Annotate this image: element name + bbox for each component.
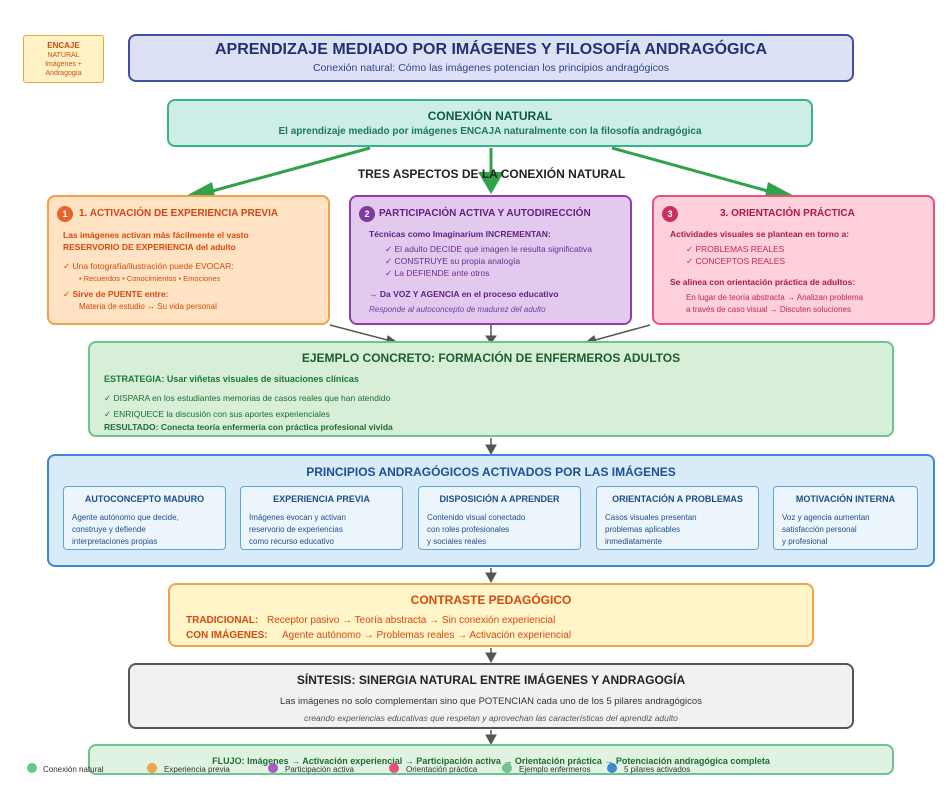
aspects-title: TRES ASPECTOS DE LA CONEXIÓN NATURAL (357, 167, 626, 181)
aspect2-item2: ✓ CONSTRUYE su propia analogía (385, 256, 521, 266)
principle-experiencia: EXPERIENCIA PREVIA Imágenes evocan y act… (240, 486, 403, 550)
principle-line: Voz y agencia aumentan (782, 513, 870, 522)
principle-autoconcepto: AUTOCONCEPTO MADURO Agente autónomo que … (63, 486, 226, 550)
aspect2-note: Responde al autoconcepto de madurez del … (369, 305, 546, 314)
badge-line1: NATURAL (47, 52, 80, 59)
principle-line: y sociales reales (427, 537, 487, 546)
principle-line: Agente autónomo que decide, (72, 513, 179, 522)
contrast-trad-label: TRADICIONAL: (186, 615, 259, 626)
flow-text: FLUJO: Imágenes → Activación experiencia… (212, 756, 770, 766)
principle-title: AUTOCONCEPTO MADURO (84, 494, 205, 504)
principle-line: con roles profesionales (427, 525, 510, 534)
contrast-trad-text: Receptor pasivo → Teoría abstracta → Sin… (267, 615, 556, 626)
badge-line3: Andragogía (45, 70, 82, 77)
principle-line: Casos visuales presentan (605, 513, 697, 522)
legend-label: Participación activa (285, 765, 354, 774)
gray-flow-arrows (329, 324, 651, 746)
example-result: RESULTADO: Conecta teoría enfermería con… (104, 422, 393, 432)
principle-line: reservorio de experiencias (249, 525, 343, 534)
aspect1-number: 1 (57, 206, 73, 222)
aspect-participacion-activa: 2 PARTICIPACIÓN ACTIVA Y AUTODIRECCIÓN T… (349, 195, 632, 325)
principle-line: problemas aplicables (605, 525, 681, 534)
legend-dot (389, 763, 399, 773)
page-title: APRENDIZAJE MEDIADO POR IMÁGENES Y FILOS… (214, 41, 768, 58)
encaje-badge: ENCAJE NATURAL Imágenes + Andragogía (23, 35, 104, 83)
aspect1-item2: ✓ Sirve de PUENTE entre: (63, 289, 169, 299)
aspect2-result: → Da VOZ Y AGENCIA en el proceso educati… (369, 289, 559, 299)
page-subtitle: Conexión natural: Cómo las imágenes pote… (312, 62, 670, 74)
aspect2-title: PARTICIPACIÓN ACTIVA Y AUTODIRECCIÓN (379, 208, 591, 219)
principle-line: satisfacción personal (782, 525, 857, 534)
synthesis-line1: Las imágenes no solo complementan sino q… (280, 696, 702, 707)
aspect-orientacion-practica: 3 3. ORIENTACIÓN PRÁCTICA Actividades vi… (652, 195, 935, 325)
aspect1-item2-sub: Materia de estudio ↔ Su vida personal (79, 302, 217, 311)
legend-label: 5 pilares activados (624, 765, 691, 774)
principle-line: Imágenes evocan y activan (249, 513, 346, 522)
synthesis-box: SÍNTESIS: SINERGIA NATURAL ENTRE IMÁGENE… (128, 663, 854, 729)
aspect3-title: 3. ORIENTACIÓN PRÁCTICA (720, 208, 855, 219)
principle-motivacion: MOTIVACIÓN INTERNA Voz y agencia aumenta… (773, 486, 918, 550)
legend-dot (268, 763, 278, 773)
page-header: APRENDIZAJE MEDIADO POR IMÁGENES Y FILOS… (128, 34, 854, 82)
aspect3-lead: Actividades visuales se plantean en torn… (670, 229, 850, 239)
synthesis-title: SÍNTESIS: SINERGIA NATURAL ENTRE IMÁGENE… (296, 673, 686, 687)
contrast-title: CONTRASTE PEDAGÓGICO (410, 593, 572, 607)
aspect-experiencia-previa: 1 1. ACTIVACIÓN DE EXPERIENCIA PREVIA La… (47, 195, 330, 325)
legend-dot (147, 763, 157, 773)
principle-orientacion: ORIENTACIÓN A PROBLEMAS Casos visuales p… (596, 486, 759, 550)
badge-line2: Imágenes + (45, 61, 82, 68)
example-strategy: ESTRATEGIA: Usar viñetas visuales de sit… (104, 374, 359, 384)
aspect2-item1: ✓ El adulto DECIDE qué imagen le resulta… (385, 244, 592, 254)
contrast-img-label: CON IMÁGENES: (186, 630, 268, 641)
legend-label: Experiencia previa (164, 765, 230, 774)
principle-title: EXPERIENCIA PREVIA (273, 494, 370, 504)
principle-title: ORIENTACIÓN A PROBLEMAS (612, 494, 743, 504)
example-title: EJEMPLO CONCRETO: FORMACIÓN DE ENFERMERO… (301, 351, 681, 365)
contrast-box: CONTRASTE PEDAGÓGICO TRADICIONAL: Recept… (168, 583, 814, 647)
connection-subtitle: El aprendizaje mediado por imágenes ENCA… (278, 126, 702, 137)
principle-line: interpretaciones propias (72, 537, 158, 546)
example-item2: ✓ ENRIQUECE la discusión con sus aportes… (104, 409, 330, 419)
principle-title: MOTIVACIÓN INTERNA (795, 494, 896, 504)
legend-label: Orientación práctica (406, 765, 478, 774)
aspect3-number: 3 (662, 206, 678, 222)
example-item1: ✓ DISPARA en los estudiantes memorias de… (104, 393, 391, 403)
principle-line: Contenido visual conectado (427, 513, 526, 522)
legend-label: Ejemplo enfermeros (519, 765, 591, 774)
aspect2-item3: ✓ La DEFIENDE ante otros (385, 268, 490, 278)
aspect3-sub1: En lugar de teoría abstracta → Analizan … (686, 293, 863, 302)
aspect3-sub2: a través de caso visual → Discuten soluc… (686, 305, 851, 314)
principle-line: y profesional (782, 537, 828, 546)
aspect3-item1: ✓ PROBLEMAS REALES (686, 244, 785, 254)
legend-dot (27, 763, 37, 773)
legend-dot (607, 763, 617, 773)
synthesis-line2: creando experiencias educativas que resp… (304, 713, 678, 723)
principle-line: inmediatamente (605, 537, 662, 546)
aspect1-lead2: RESERVORIO DE EXPERIENCIA del adulto (63, 242, 236, 252)
principles-title: PRINCIPIOS ANDRAGÓGICOS ACTIVADOS POR LA… (306, 465, 676, 479)
principle-line: como recurso educativo (249, 537, 334, 546)
aspect3-item2: ✓ CONCEPTOS REALES (686, 256, 786, 266)
aspect1-item1: ✓ Una fotografía/ilustración puede EVOCA… (63, 261, 234, 271)
example-box: EJEMPLO CONCRETO: FORMACIÓN DE ENFERMERO… (88, 341, 894, 437)
connection-title: CONEXIÓN NATURAL (427, 109, 553, 123)
connection-box: CONEXIÓN NATURAL El aprendizaje mediado … (167, 99, 813, 147)
badge-title: ENCAJE (47, 41, 80, 50)
principle-disposicion: DISPOSICIÓN A APRENDER Contenido visual … (418, 486, 581, 550)
principle-title: DISPOSICIÓN A APRENDER (439, 494, 560, 504)
legend-label: Conexión natural (43, 765, 104, 774)
aspect3-lead2: Se alinea con orientación práctica de ad… (670, 277, 856, 287)
aspect2-lead: Técnicas como Imaginarium INCREMENTAN: (369, 229, 551, 239)
principle-line: construye y defiende (72, 525, 146, 534)
aspect1-item1-sub: • Recuerdos • Conocimientos • Emociones (79, 274, 221, 283)
contrast-img-text: Agente autónomo → Problemas reales → Act… (282, 630, 572, 641)
aspect1-title: 1. ACTIVACIÓN DE EXPERIENCIA PREVIA (79, 208, 279, 219)
legend-dot (502, 763, 512, 773)
aspect1-lead1: Las imágenes activan más fácilmente el v… (63, 230, 249, 240)
aspect2-number: 2 (359, 206, 375, 222)
flow-box: FLUJO: Imágenes → Activación experiencia… (88, 744, 894, 775)
